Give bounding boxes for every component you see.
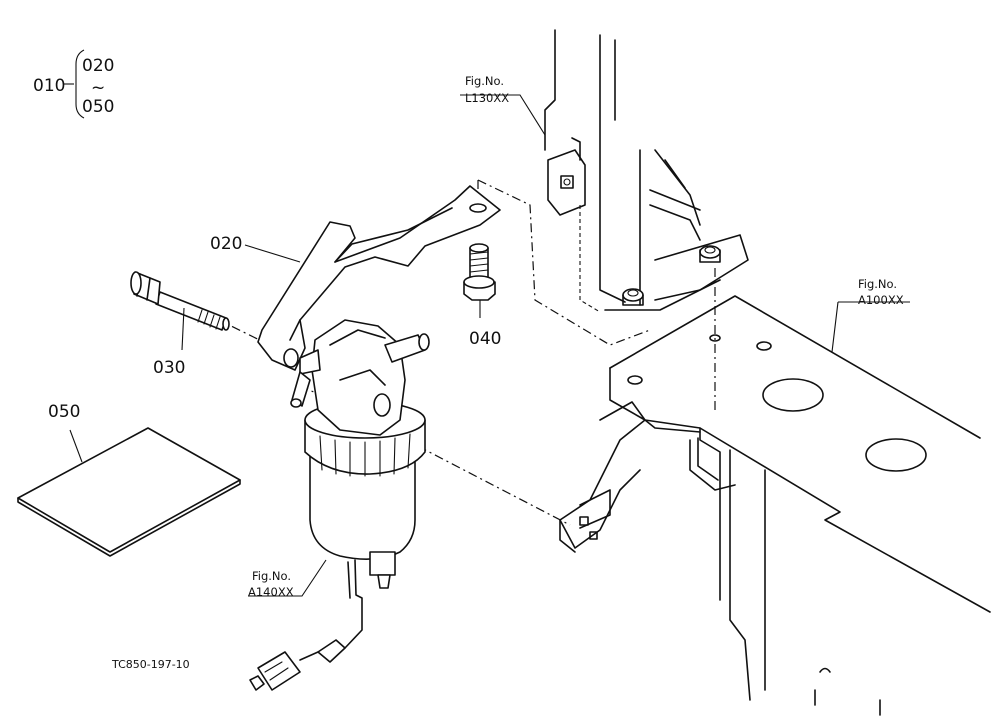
callout-030: 030 <box>153 358 185 378</box>
frame-plate <box>559 295 991 716</box>
mount-bracket-vertical <box>544 29 749 313</box>
group-from-label: 020 <box>82 56 114 76</box>
part-020-bracket <box>257 185 501 371</box>
fig-ref-a140xx-code: A140XX <box>248 585 294 599</box>
callout-050: 050 <box>48 402 80 422</box>
group-bracket: 010 020 ~ 050 <box>33 49 114 119</box>
fig-ref-a140xx-label: Fig.No. <box>252 569 291 583</box>
callout-020: 020 <box>210 234 242 254</box>
fig-ref-a100xx-label: Fig.No. <box>858 277 897 291</box>
fig-ref-l130xx-code: L130XX <box>465 91 509 105</box>
fig-ref-l130xx-label: Fig.No. <box>465 74 504 88</box>
drawing-code: TC850-197-10 <box>111 658 190 671</box>
fig-ref-a100xx-code: A100XX <box>858 293 904 307</box>
group-to-label: 050 <box>82 97 114 117</box>
part-040-bolt <box>463 243 496 301</box>
leader-lines <box>69 94 910 597</box>
group-parent-label: 010 <box>33 76 65 96</box>
group-tilde: ~ <box>91 78 105 98</box>
fuel-filter-assembly <box>249 319 430 691</box>
part-030-bolt <box>130 271 230 331</box>
callout-040: 040 <box>469 329 501 349</box>
part-050-sheet <box>17 427 241 557</box>
